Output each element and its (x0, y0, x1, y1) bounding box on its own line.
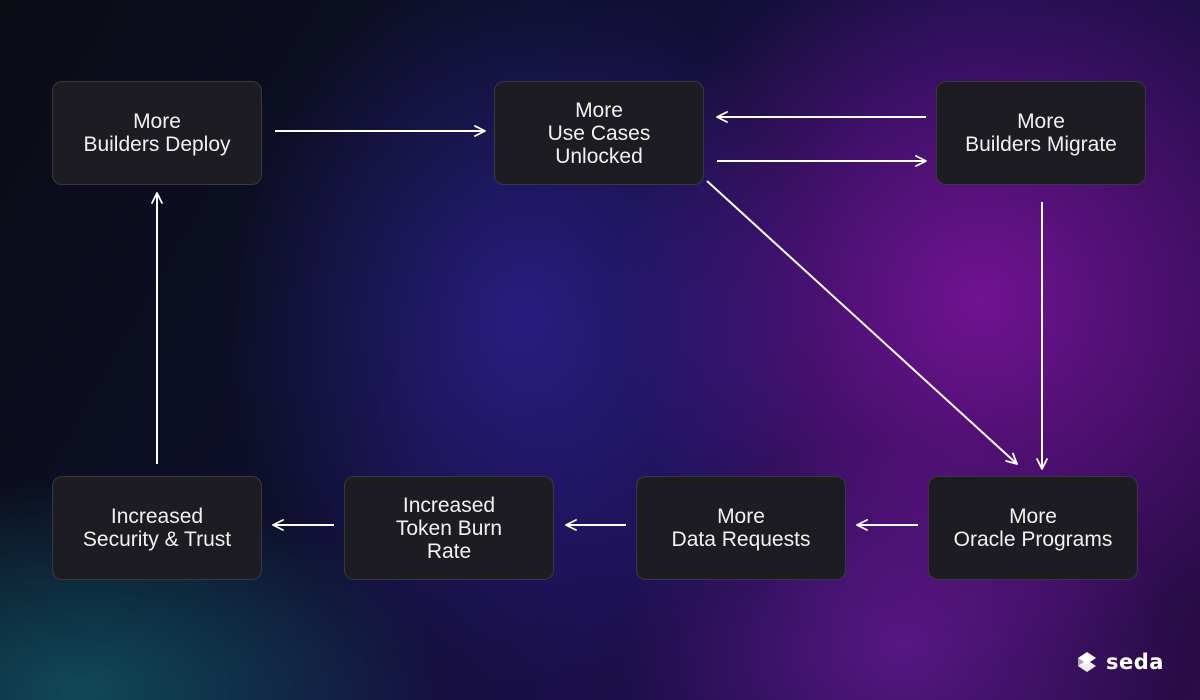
node-use-cases-unlocked: More Use Cases Unlocked (494, 81, 704, 185)
arrow-use-cases-to-oracle-programs (706, 180, 1018, 465)
node-token-burn-rate: Increased Token Burn Rate (344, 476, 554, 580)
node-oracle-programs: More Oracle Programs (928, 476, 1138, 580)
node-data-requests: More Data Requests (636, 476, 846, 580)
seda-logo-icon (1078, 652, 1096, 672)
seda-wordmark: seda (1106, 650, 1164, 674)
node-builders-deploy: More Builders Deploy (52, 81, 262, 185)
seda-logo: seda (1075, 650, 1164, 674)
node-security-trust: Increased Security & Trust (52, 476, 262, 580)
node-builders-migrate: More Builders Migrate (936, 81, 1146, 185)
